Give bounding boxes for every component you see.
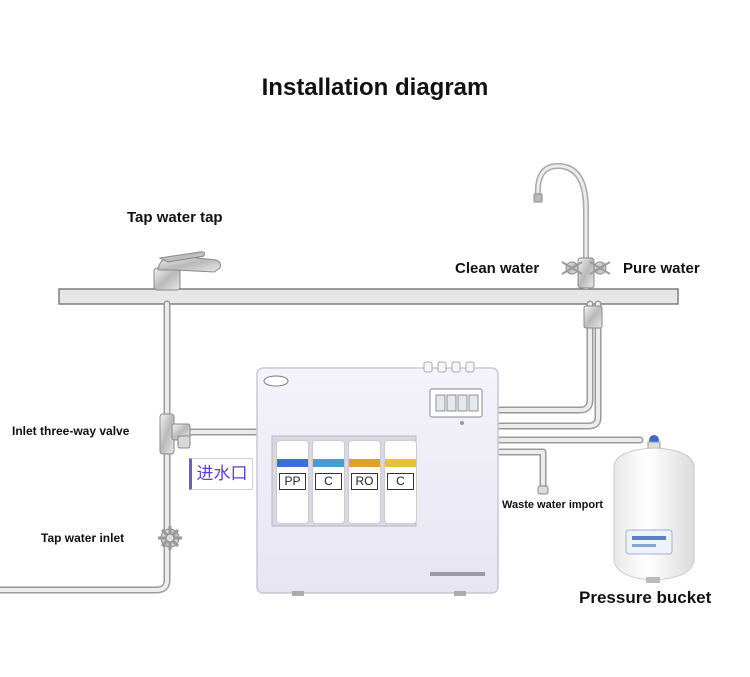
label-pure-water: Pure water (623, 260, 700, 277)
three-way-valve (159, 413, 191, 455)
filter-label: RO (351, 473, 378, 490)
label-waste-water-import: Waste water import (502, 499, 604, 511)
filter-cartridges: PP C RO C (276, 440, 417, 524)
label-clean-water: Clean water (455, 260, 540, 277)
pressure-bucket (613, 435, 695, 583)
tap-water-inlet-valve (158, 526, 182, 550)
brand-logo (263, 375, 289, 387)
filter-cartridge-pp: PP (276, 440, 309, 524)
filter-label: C (387, 473, 414, 490)
label-pressure-bucket: Pressure bucket (579, 588, 712, 607)
countertop (58, 288, 679, 305)
filter-accent-band (349, 459, 380, 467)
faucet-connector (583, 305, 603, 329)
label-water-inlet-cn: 进水口 (189, 458, 253, 490)
diagram-title: Installation diagram (261, 74, 489, 101)
filter-accent-band (385, 459, 416, 467)
label-inlet-three-way-valve: Inlet three-way valve (12, 424, 130, 438)
pure-water-faucet (533, 162, 611, 289)
filter-accent-band (313, 459, 344, 467)
tap-water-faucet (153, 251, 221, 291)
label-tap-water-inlet: Tap water inlet (41, 531, 125, 545)
filter-cartridge-c2: C (384, 440, 417, 524)
pipes (0, 300, 644, 594)
waste-water-connector (537, 485, 549, 495)
filter-label: C (315, 473, 342, 490)
filter-accent-band (277, 459, 308, 467)
filter-label: PP (279, 473, 306, 490)
filter-cartridge-ro: RO (348, 440, 381, 524)
filter-cartridge-c1: C (312, 440, 345, 524)
label-tap-water-tap: Tap water tap (127, 209, 223, 226)
